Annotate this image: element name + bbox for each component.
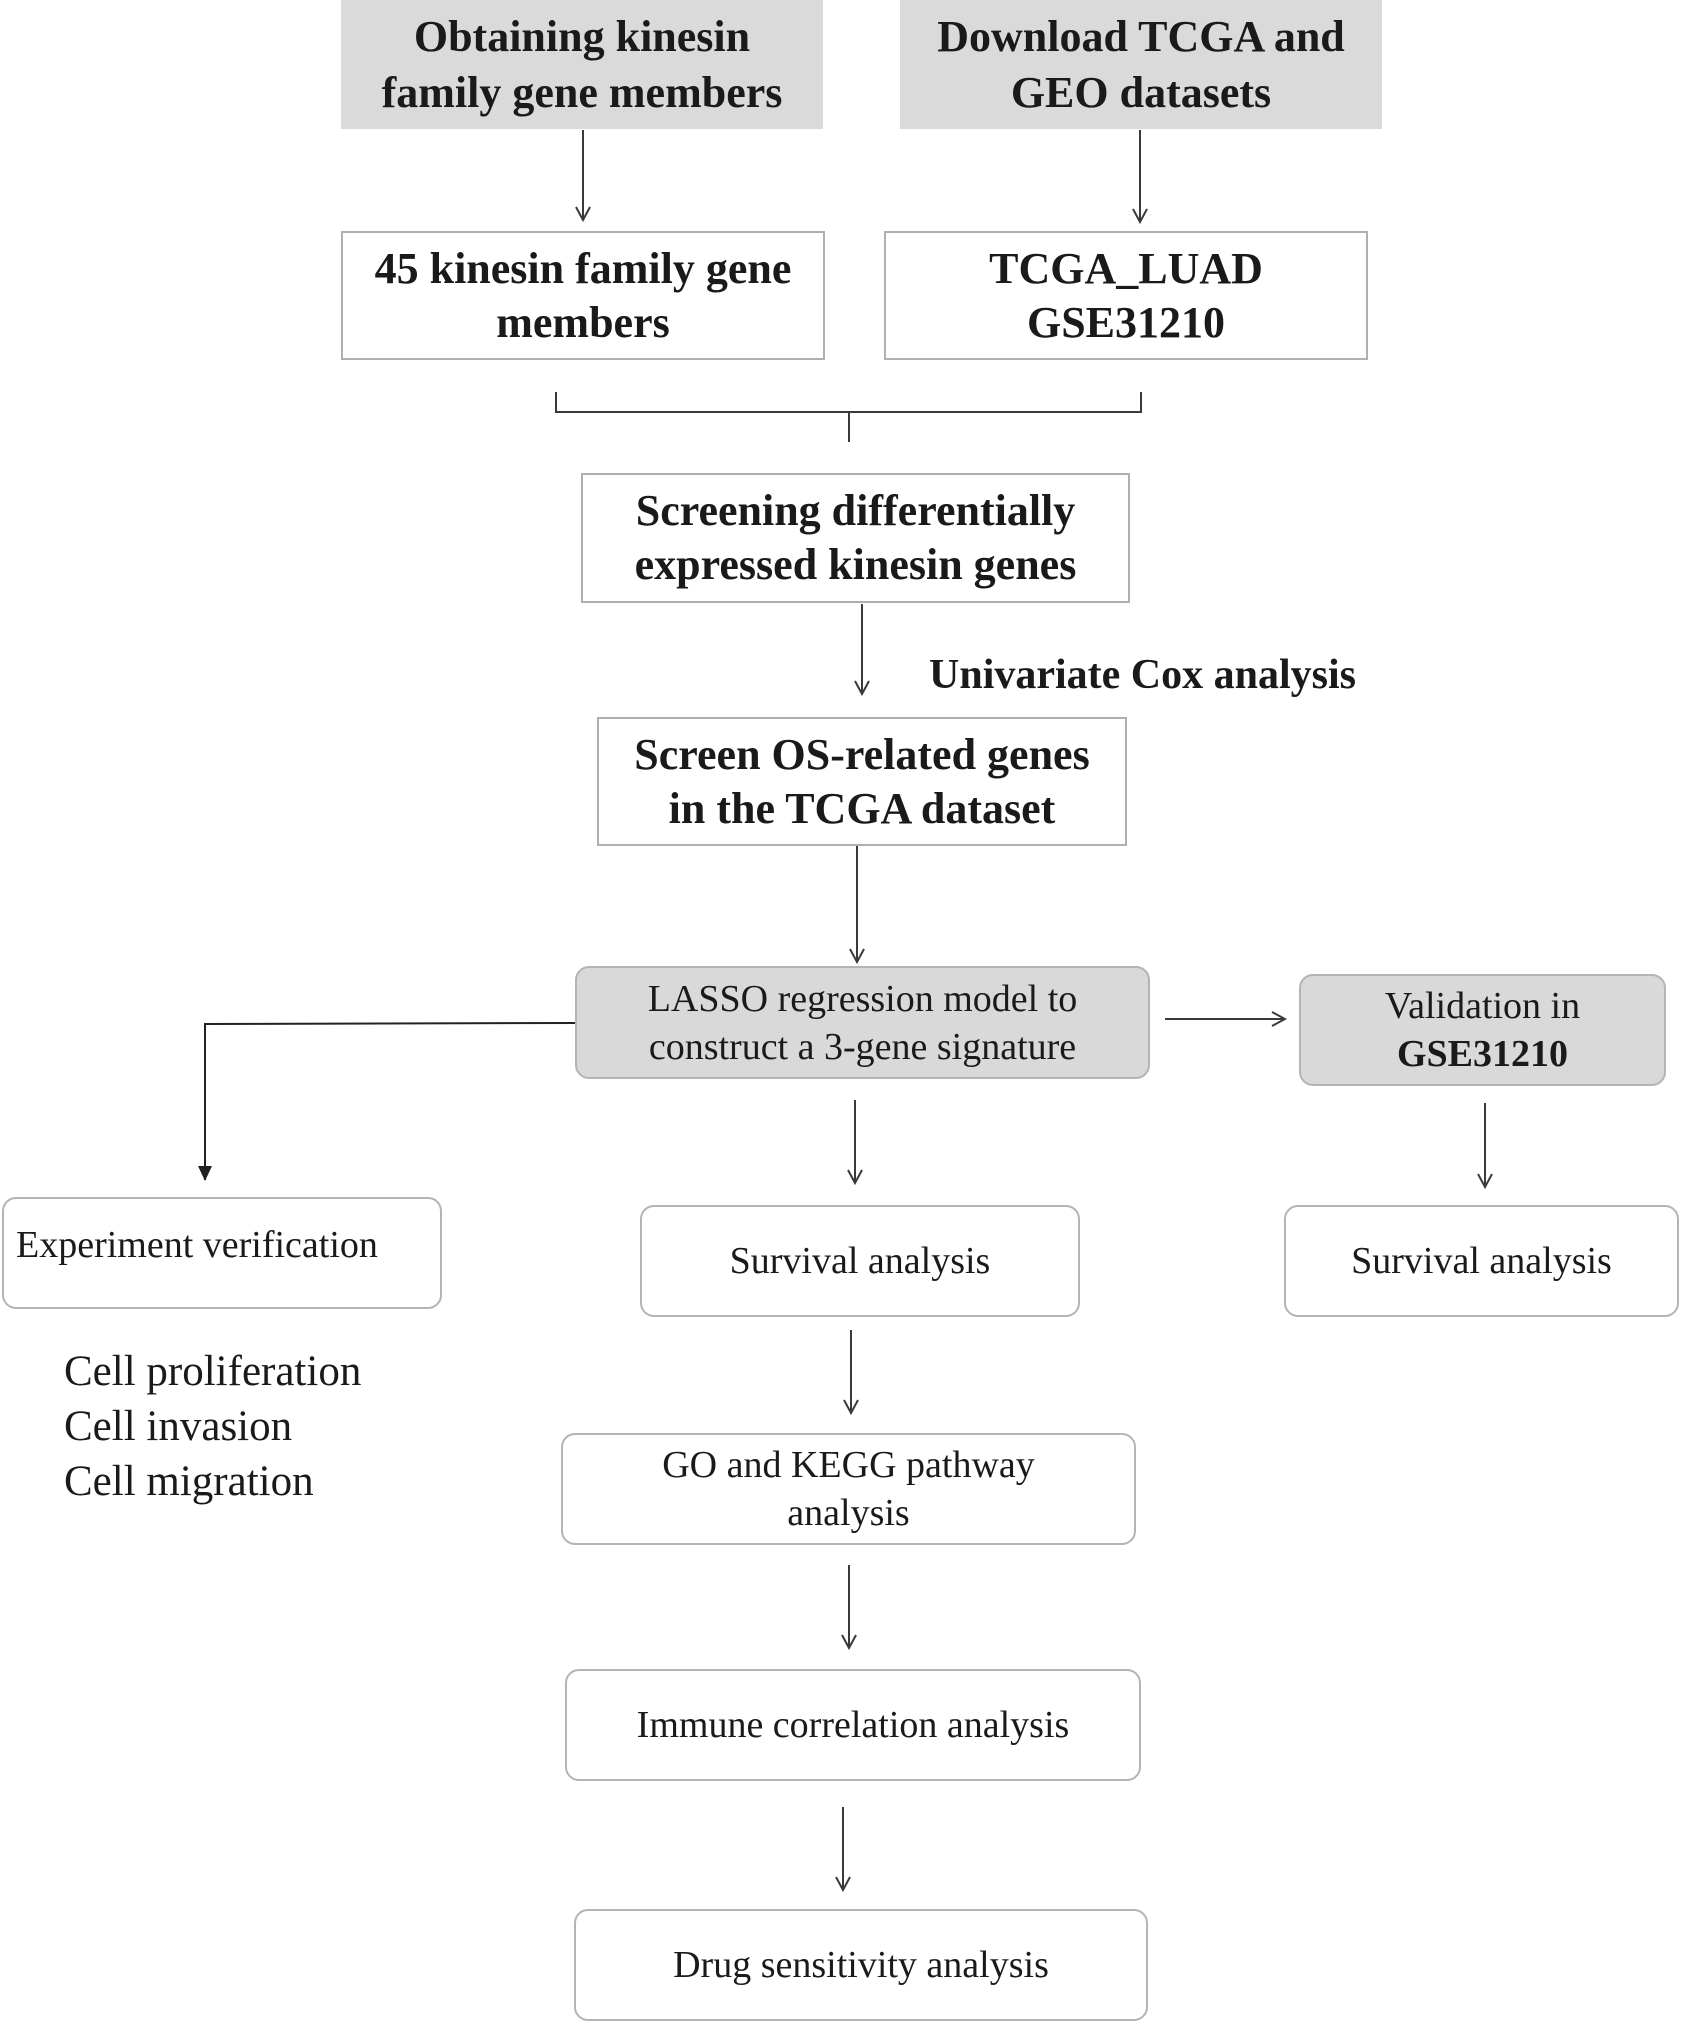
os-genes-line2: in the TCGA dataset: [668, 783, 1056, 833]
merge-bracket: [555, 392, 1142, 442]
immune-correlation-label: Immune correlation analysis: [636, 1704, 1070, 1746]
cox-analysis-label: Univariate Cox analysis: [929, 652, 1357, 698]
survival-analysis-label: Survival analysis: [729, 1240, 991, 1282]
screening-box: Screening differentially expressed kines…: [581, 473, 1130, 603]
kinesin-source-line1: Obtaining kinesin: [413, 11, 751, 61]
download-datasets-line2: GEO datasets: [1010, 67, 1272, 117]
kinesin-genes-box: 45 kinesin family gene members: [341, 231, 825, 360]
validation-box: Validation in GSE31210: [1299, 974, 1666, 1086]
survival-analysis-box: Survival analysis: [640, 1205, 1080, 1317]
validation-line2: GSE31210: [1396, 1033, 1569, 1075]
kinesin-source-box: Obtaining kinesin family gene members: [341, 0, 823, 129]
download-datasets-box: Download TCGA and GEO datasets: [900, 0, 1382, 129]
validation-survival-label: Survival analysis: [1351, 1240, 1612, 1282]
screening-line2: expressed kinesin genes: [634, 540, 1077, 589]
experiment-verification-box: Experiment verification: [2, 1197, 442, 1309]
datasets-line2: GSE31210: [1026, 297, 1226, 347]
arrow-lasso-to-experiment: [198, 1022, 577, 1181]
datasets-line1: TCGA_LUAD: [989, 243, 1263, 293]
kinesin-genes-line2: members: [496, 297, 670, 347]
datasets-box: TCGA_LUAD GSE31210: [884, 231, 1368, 360]
cell-invasion-item: Cell invasion: [64, 1403, 293, 1450]
screening-line1: Screening differentially: [635, 486, 1076, 535]
experiment-verification-label: Experiment verification: [16, 1224, 378, 1266]
cell-migration-item: Cell migration: [64, 1458, 314, 1505]
os-genes-box: Screen OS-related genes in the TCGA data…: [597, 717, 1127, 846]
os-genes-line1: Screen OS-related genes: [634, 729, 1090, 779]
kinesin-source-line2: family gene members: [381, 67, 783, 117]
go-kegg-box: GO and KEGG pathway analysis: [561, 1433, 1136, 1545]
drug-sensitivity-box: Drug sensitivity analysis: [574, 1909, 1148, 2021]
go-kegg-line2: analysis: [787, 1492, 910, 1534]
lasso-model-box: LASSO regression model to construct a 3-…: [575, 966, 1150, 1079]
validation-line1: Validation in: [1384, 985, 1581, 1027]
lasso-line1: LASSO regression model to: [647, 977, 1078, 1020]
cell-assay-list: Cell proliferation Cell invasion Cell mi…: [64, 1344, 361, 1509]
lasso-line2: construct a 3-gene signature: [648, 1025, 1077, 1068]
kinesin-genes-line1: 45 kinesin family gene: [374, 243, 792, 293]
go-kegg-line1: GO and KEGG pathway: [662, 1444, 1035, 1486]
download-datasets-line1: Download TCGA and: [937, 11, 1345, 61]
validation-survival-box: Survival analysis: [1284, 1205, 1679, 1317]
cell-proliferation-item: Cell proliferation: [64, 1348, 362, 1395]
immune-correlation-box: Immune correlation analysis: [565, 1669, 1141, 1781]
drug-sensitivity-label: Drug sensitivity analysis: [673, 1944, 1049, 1986]
